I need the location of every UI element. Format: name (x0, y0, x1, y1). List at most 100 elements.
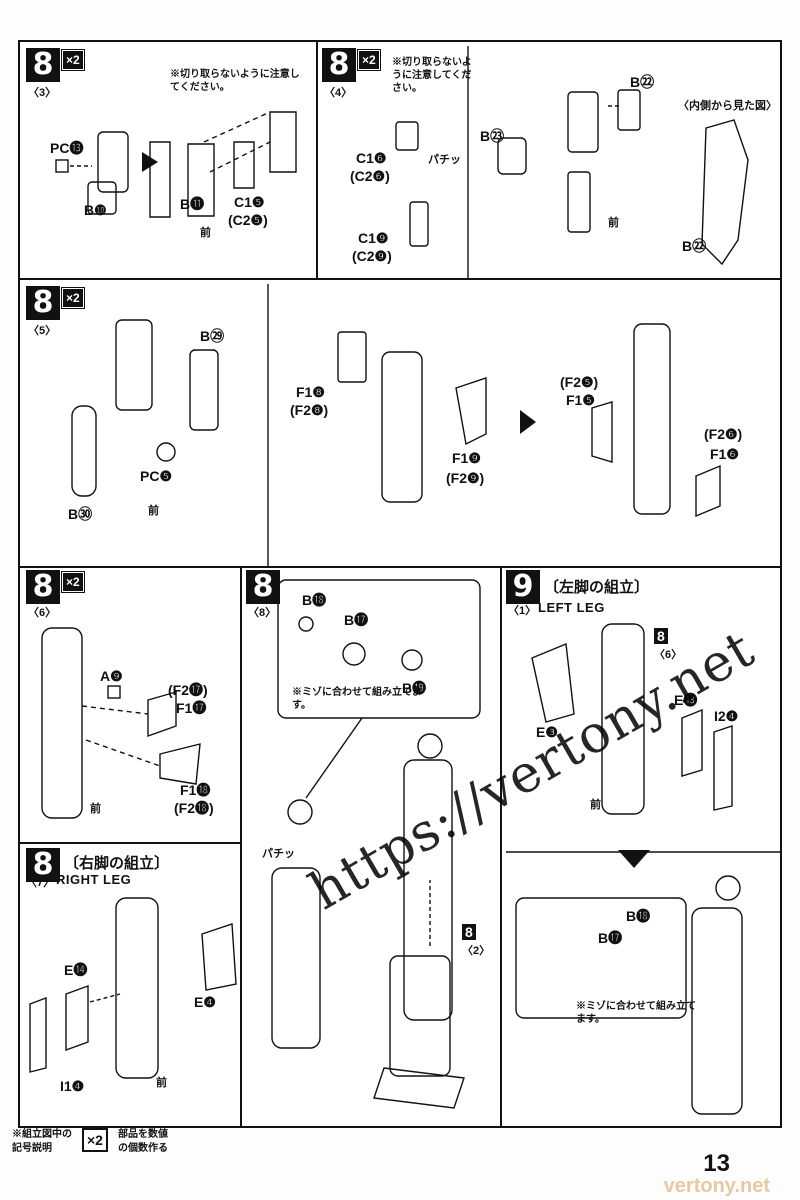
substep-label: 〈7〉 (26, 877, 55, 889)
part-label: A❾ (100, 668, 123, 684)
step-header: 8 ×2 (322, 48, 381, 82)
step-header: 9 (506, 570, 540, 604)
part-label: E❸ (536, 724, 558, 740)
part-label: F1❺ (566, 392, 595, 408)
part-label: B㉒ (630, 74, 655, 90)
parts-illustration (29, 897, 237, 1079)
part-label: F1⓲ (180, 782, 211, 798)
part-label: C1❻ (356, 150, 387, 166)
multiplier-badge: ×2 (61, 49, 85, 71)
ref-step-number: 8 (462, 924, 476, 940)
multiplier-badge: ×2 (357, 49, 381, 71)
page-number: 13 (703, 1150, 730, 1177)
front-indicator: 前 (200, 227, 211, 239)
substep-label: 〈6〉 (28, 607, 57, 619)
multiplier-badge: ×2 (61, 571, 85, 593)
substep-label: 〈1〉 (508, 605, 537, 617)
part-label: I1❹ (60, 1078, 85, 1094)
part-label: B㉓ (480, 128, 505, 144)
part-label: (F2❻) (704, 426, 743, 442)
parts-illustration (41, 627, 201, 819)
snap-sound: パチッ (428, 154, 461, 166)
part-label: B㉚ (68, 506, 93, 522)
parts-illustration (506, 623, 780, 1115)
panel-step-8-5: 8 ×2 〈5〉 B㉙ PC❺ B㉚ F1❽ (F2❽) F1 (18, 278, 782, 568)
down-arrow-icon (618, 850, 650, 868)
step-header: 8 ×2 (26, 286, 85, 320)
step-number: 8 (246, 570, 280, 604)
step-subtitle: LEFT LEG (538, 600, 605, 615)
step-number: 9 (506, 570, 540, 604)
substep-label: 〈3〉 (28, 87, 57, 99)
step-number: 8 (26, 570, 60, 604)
front-indicator: 前 (590, 799, 601, 811)
part-label: C1❾ (358, 230, 389, 246)
ref-substep: 〈2〉 (462, 945, 491, 957)
step-number: 8 (26, 48, 60, 82)
part-label: B⓲ (302, 592, 327, 608)
part-label: F1❾ (452, 450, 481, 466)
part-label: PC❺ (140, 468, 172, 484)
part-label: B❿ (84, 202, 107, 218)
part-label: B㉒ (682, 238, 707, 254)
x2-description: 部品を数値の個数作る (118, 1129, 168, 1154)
step-header: 8 ×2 (26, 570, 85, 604)
legend-title: ※組立図中の記号説明 (12, 1129, 72, 1154)
parts-illustration (395, 46, 749, 278)
panel-step-8-6: 8 ×2 〈6〉 A❾ (F2⓱) F1⓱ F1⓲ (F2⓲) 前 (18, 566, 242, 844)
step-header: 8 (246, 570, 280, 604)
part-label: C1❺ (234, 194, 265, 210)
caution-note: ※切り取らないように注意してください。 (170, 69, 300, 93)
step-header: 8 (26, 848, 60, 882)
substep-label: 〈5〉 (28, 325, 57, 337)
part-label: E❹ (194, 994, 216, 1010)
part-label: B⓲ (626, 908, 651, 924)
part-label: E⓮ (64, 962, 88, 978)
part-label: B⓱ (344, 612, 369, 628)
part-label: F1⓱ (176, 700, 207, 716)
parts-illustration (271, 579, 481, 1109)
parts-illustration (55, 111, 297, 218)
inside-view-caption: 〈内側から見た図〉 (678, 100, 777, 112)
part-label: (F2⓲) (174, 800, 214, 816)
front-indicator: 前 (90, 803, 101, 815)
step-number: 8 (26, 848, 60, 882)
part-label: (F2⓱) (168, 682, 208, 698)
ref-substep: 〈6〉 (654, 649, 683, 661)
part-label: E⓭ (674, 692, 698, 708)
part-label: (F2❾) (446, 470, 485, 486)
part-label: F1❽ (296, 384, 325, 400)
step-subtitle: RIGHT LEG (56, 872, 132, 887)
part-label: (F2❺) (560, 374, 599, 390)
part-label: PC⓭ (50, 140, 84, 156)
multiplier-badge: ×2 (61, 287, 85, 309)
step-title: 〔左脚の組立〕 (544, 579, 650, 596)
panel-step-8-4: 8 ×2 〈4〉 ※切り取らないように注意してください。 C1❻ (C2❻) C… (316, 40, 782, 280)
snap-sound: パチッ (262, 848, 295, 860)
front-indicator: 前 (608, 217, 619, 229)
caution-note: ※切り取らないように注意してください。 (392, 57, 472, 94)
step-header: 8 ×2 (26, 48, 85, 82)
panel-step-8-7: 8 〔右脚の組立〕 〈7〉 RIGHT LEG E⓮ E❹ I1❹ 前 (18, 842, 242, 1128)
groove-note: ※ミゾに合わせて組み立てます。 (292, 687, 422, 711)
panel-step-9-1: 9 〔左脚の組立〕 〈1〉 LEFT LEG 8 〈6〉 E❸ E⓭ I2❹ B… (500, 566, 782, 1128)
step-title: 〔右脚の組立〕 (64, 855, 170, 872)
part-label: (C2❾) (352, 248, 392, 264)
panel-step-8-8: 8 〈8〉 B⓲ B⓱ B⓳ ※ミゾに合わせて組み立てます。 パチッ (240, 566, 502, 1128)
step-number: 8 (26, 286, 60, 320)
groove-note: ※ミゾに合わせて組み立てます。 (576, 1001, 696, 1025)
substep-label: 〈8〉 (248, 607, 277, 619)
x2-symbol: ×2 (82, 1128, 108, 1152)
part-label: B⓱ (598, 930, 623, 946)
panel-step-8-3: 8 ×2 〈3〉 ※切り取らないように注意してください。 PC⓭ B❿ B⓫ C… (18, 40, 318, 280)
front-indicator: 前 (148, 505, 159, 517)
parts-illustration (71, 284, 721, 566)
substep-label: 〈4〉 (324, 87, 353, 99)
part-label: B⓳ (402, 680, 427, 696)
part-label: I2❹ (714, 708, 739, 724)
ref-step-number: 8 (654, 628, 668, 644)
part-label: B㉙ (200, 328, 225, 344)
part-label: F1❻ (710, 446, 739, 462)
part-label: (C2❻) (350, 168, 390, 184)
